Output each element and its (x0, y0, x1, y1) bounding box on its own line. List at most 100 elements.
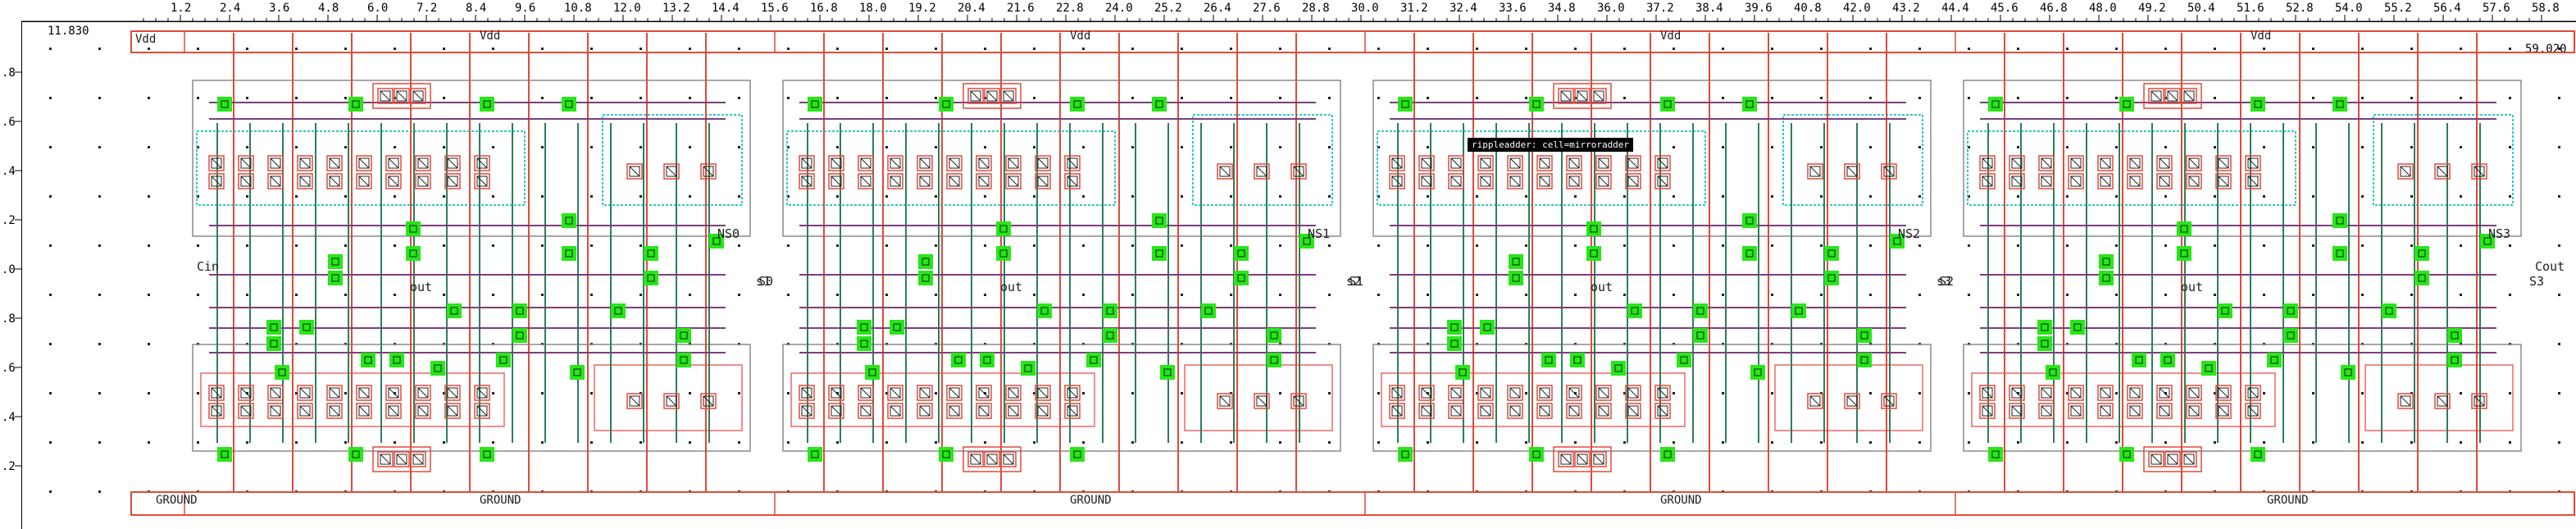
metal-contact (1507, 385, 1523, 401)
contact-cut-mark (978, 387, 990, 399)
metal-contact (2186, 385, 2202, 401)
power-rails[interactable] (130, 30, 2575, 516)
grid-dot (2312, 146, 2314, 148)
grid-dot (1131, 97, 1134, 99)
via-cut (221, 450, 229, 458)
metal-contact (1566, 403, 1582, 419)
via-cut (893, 323, 901, 331)
left-ruler[interactable] (0, 21, 22, 529)
contact-cut (2400, 395, 2411, 407)
via (2251, 97, 2265, 112)
grid-dot (443, 195, 445, 198)
adder-cell[interactable] (1372, 33, 1932, 492)
metal-contact (2038, 173, 2055, 189)
contact-cut (1809, 166, 1821, 177)
via (1201, 303, 1216, 318)
via-cut (1590, 225, 1598, 233)
metal-contact (976, 173, 992, 189)
contact-cut-mark (1391, 405, 1403, 417)
contact-cut-mark (801, 405, 812, 417)
grid-dot (197, 48, 199, 50)
grid-dot (1722, 294, 1724, 296)
contact-cut (2041, 176, 2052, 187)
via (1677, 353, 1691, 367)
via (1398, 97, 1413, 112)
via-cut (1073, 100, 1081, 108)
grid-dot (394, 48, 396, 50)
metal-contact (208, 173, 225, 189)
contact-cut-mark (2400, 166, 2411, 177)
metal-contact (2038, 155, 2055, 171)
contact-cut (666, 166, 677, 177)
metal-contact (1844, 163, 1860, 180)
contact-cut-mark (412, 90, 424, 102)
metal-contact (415, 403, 431, 419)
grid-dot (1574, 392, 1577, 394)
metal-contact (828, 403, 844, 419)
grid-dot (1771, 195, 1773, 198)
contact-cut (831, 157, 842, 169)
grid-dot (590, 392, 593, 394)
adder-cell[interactable] (1963, 33, 2522, 492)
contact-cut-mark (1568, 405, 1580, 417)
grid-dot (1574, 441, 1577, 444)
adder-cell[interactable] (192, 33, 751, 492)
contact-cut-mark (2188, 176, 2200, 187)
adder-cell[interactable] (782, 33, 1341, 492)
grid-dot (2066, 294, 2069, 296)
metal-contact (1035, 403, 1051, 419)
grid-dot (1427, 97, 1429, 99)
metal-contact (946, 173, 963, 189)
contact-cut (666, 395, 677, 407)
metal-contact (1625, 403, 1641, 419)
contact-cut (629, 395, 640, 407)
contact-cut (1593, 90, 1604, 102)
grid-dot (2017, 146, 2019, 148)
grid-dot (197, 392, 199, 394)
grid-dot (2066, 195, 2069, 198)
via-cut (1573, 356, 1582, 364)
contact-cut (388, 176, 399, 187)
via-cut (680, 356, 688, 364)
grid-dot (1230, 195, 1232, 198)
metal-contact (967, 88, 984, 104)
contact-cut-mark (1982, 157, 1993, 169)
contact-cut-mark (860, 405, 872, 417)
grid-dot (246, 146, 248, 148)
via (1660, 447, 1675, 462)
cell-tooltip: rippleadder: cell=mirroradder (1468, 138, 1634, 152)
via (857, 336, 872, 351)
contact-cut (1657, 157, 1668, 169)
via-cut (2336, 217, 2344, 225)
contact-cut-mark (270, 405, 281, 417)
contact-cut (1657, 176, 1668, 187)
via (1824, 271, 1839, 285)
grid-dot (1082, 392, 1085, 394)
contact-cut-mark (1657, 405, 1668, 417)
via-cut (1483, 323, 1491, 331)
grid-dot (2164, 441, 2167, 444)
adder-cells[interactable] (192, 33, 2522, 492)
top-ruler-tick-label: 36.0 (1597, 2, 1625, 15)
contact-cut-mark (949, 405, 960, 417)
grid-dot (492, 441, 494, 444)
contact-cut-mark (388, 176, 399, 187)
contact-cut-mark (978, 405, 990, 417)
out-label: out (2181, 280, 2203, 294)
grid-dot (787, 48, 790, 50)
metal-contact (2245, 173, 2261, 189)
grid-dot (344, 392, 347, 394)
contact-cut-mark (2129, 387, 2141, 399)
out-label: out (1000, 280, 1022, 294)
contact-cut-mark (270, 157, 281, 169)
grid-dot (2214, 97, 2216, 99)
metal-contact (858, 155, 874, 171)
contact-cut (1037, 405, 1049, 417)
contact-cut-mark (447, 157, 458, 169)
contact-cut-mark (1450, 387, 1462, 399)
ground-tap (1553, 446, 1612, 472)
via-cut (2164, 356, 2172, 364)
grid-dot (148, 97, 150, 99)
